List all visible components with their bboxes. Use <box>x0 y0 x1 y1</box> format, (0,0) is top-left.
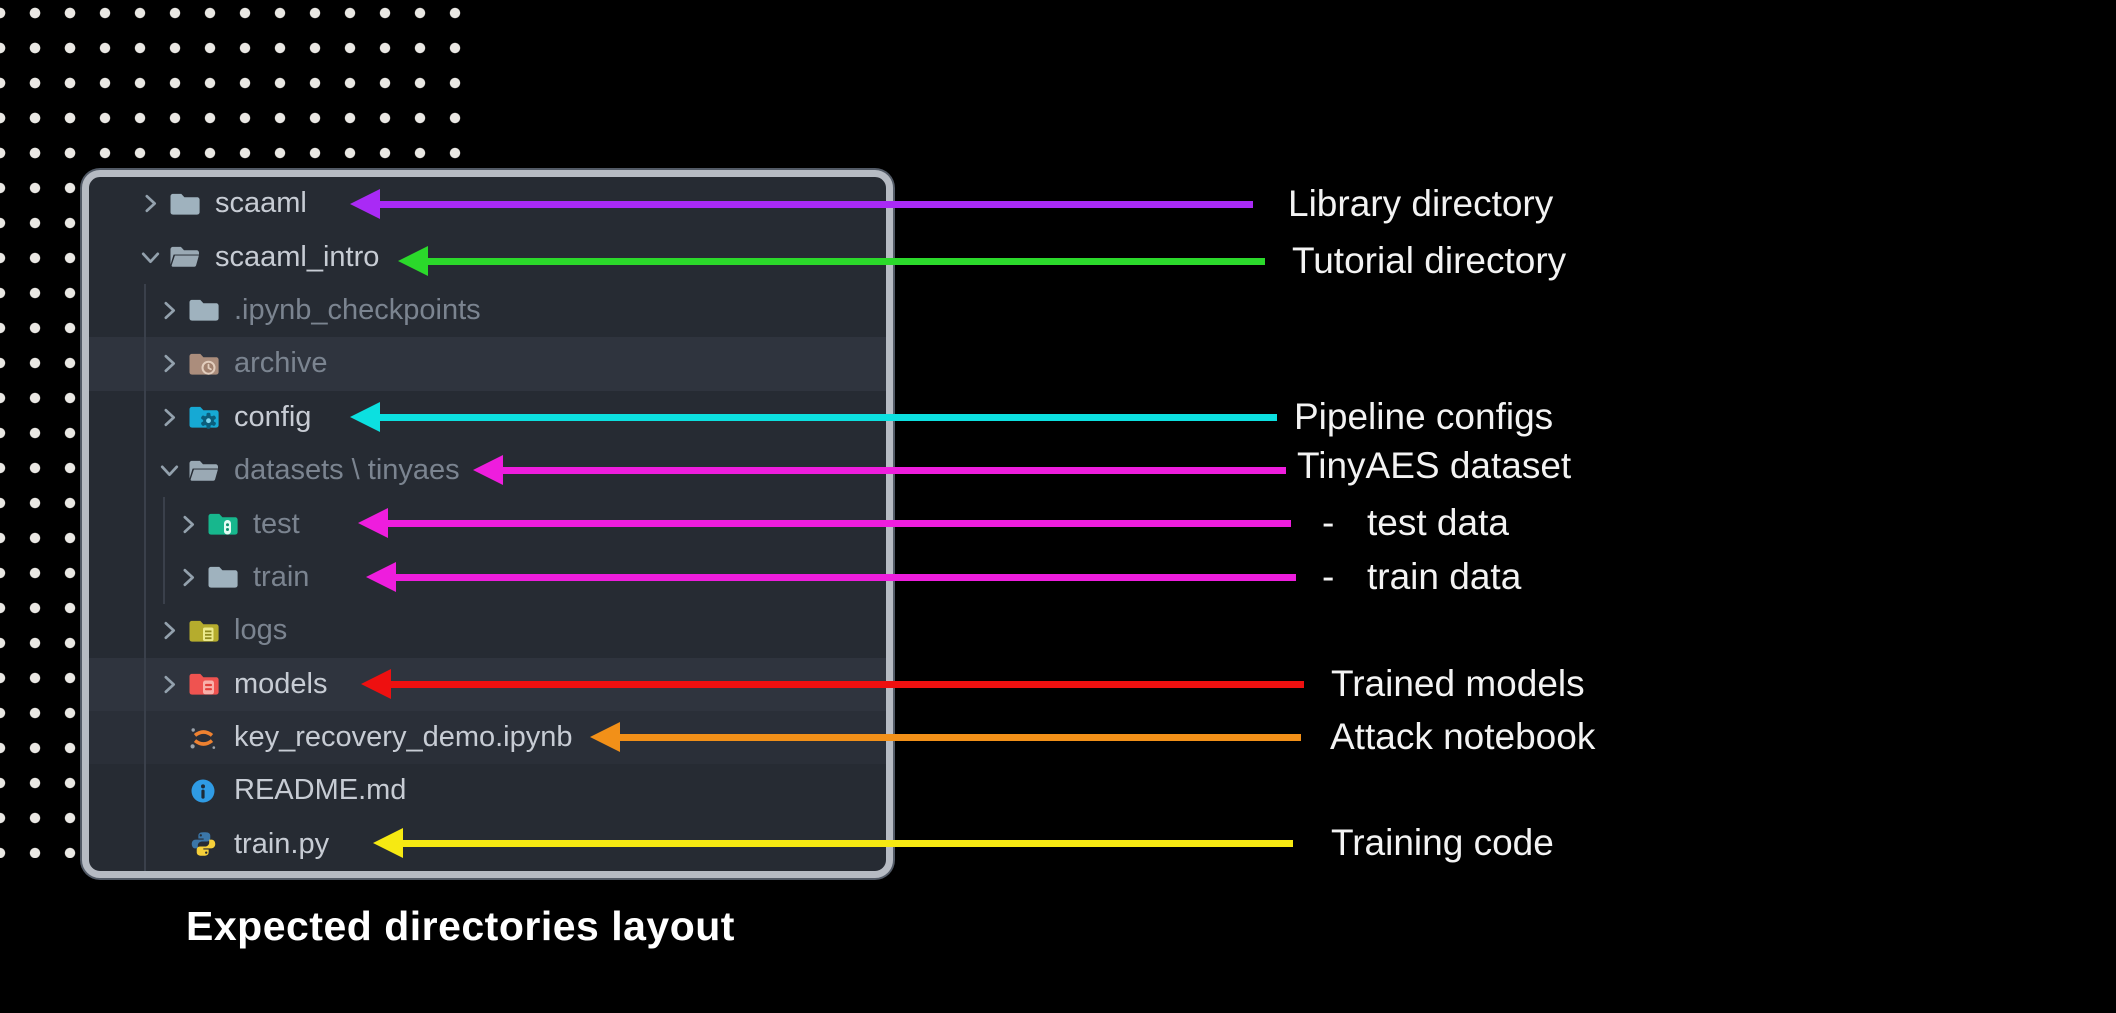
folder-test-icon <box>207 510 238 538</box>
trained-models-label: Trained models <box>1331 663 1585 704</box>
chevron-right-icon[interactable] <box>156 671 183 698</box>
folder-icon <box>207 563 238 591</box>
tree-item-test[interactable]: test <box>89 497 886 550</box>
chevron-right-icon[interactable] <box>156 617 183 644</box>
chevron-spacer <box>156 724 183 751</box>
training-code-label: Training code <box>1331 822 1554 863</box>
folder-config-icon <box>188 403 219 431</box>
indent-guide <box>163 497 165 604</box>
tree-item-label: config <box>234 400 312 433</box>
pipeline-configs-label: Pipeline configs <box>1294 396 1554 437</box>
tree-item-label: logs <box>234 614 288 647</box>
tree-item-ipynb-checkpoints[interactable]: .ipynb_checkpoints <box>89 284 886 337</box>
tree-item-logs[interactable]: logs <box>89 604 886 657</box>
tree-item-label: key_recovery_demo.ipynb <box>234 721 573 754</box>
test-data-dash: - <box>1322 502 1335 543</box>
readme-icon <box>188 777 219 805</box>
chevron-right-icon[interactable] <box>156 297 183 324</box>
tree-item-scaaml[interactable]: scaaml <box>89 177 886 230</box>
tree-item-models[interactable]: models <box>89 657 886 711</box>
tree-item-train[interactable]: train <box>89 551 886 604</box>
tree-item-label: test <box>253 507 300 540</box>
tree-item-label: models <box>234 667 328 700</box>
chevron-right-icon[interactable] <box>156 404 183 431</box>
tree-item-label: .ipynb_checkpoints <box>234 293 481 326</box>
tree-item-label: archive <box>234 347 328 380</box>
train-data-dash: - <box>1322 556 1335 597</box>
tree-item-config[interactable]: config <box>89 391 886 444</box>
tree-item-datasets-tinyaes[interactable]: datasets \ tinyaes <box>89 444 886 497</box>
tree-item-label: scaaml_intro <box>215 240 380 273</box>
chevron-spacer <box>156 831 183 858</box>
chevron-down-icon[interactable] <box>156 457 183 484</box>
python-icon <box>188 830 219 858</box>
tree-item-archive[interactable]: archive <box>89 337 886 391</box>
chevron-down-icon[interactable] <box>137 244 164 271</box>
chevron-spacer <box>156 777 183 804</box>
folder-log-icon <box>188 617 219 645</box>
caption: Expected directories layout <box>186 903 735 949</box>
tree-item-label: datasets \ tinyaes <box>234 454 460 487</box>
folder-archive-icon <box>188 350 219 378</box>
tree-item-label: train.py <box>234 827 330 860</box>
test-data-label: test data <box>1367 502 1509 543</box>
chevron-right-icon[interactable] <box>137 190 164 217</box>
dot-pattern-top <box>0 0 462 160</box>
chevron-right-icon[interactable] <box>175 511 202 538</box>
tree-item-scaaml-intro[interactable]: scaaml_intro <box>89 230 886 283</box>
tree-item-label: scaaml <box>215 187 307 220</box>
tree-item-label: README.md <box>234 774 407 807</box>
tree-item-train-py[interactable]: train.py <box>89 818 886 871</box>
chevron-right-icon[interactable] <box>156 350 183 377</box>
tinyaes-dataset-label: TinyAES dataset <box>1297 445 1572 486</box>
train-data-label: train data <box>1367 556 1522 597</box>
tutorial-directory-label: Tutorial directory <box>1292 240 1567 281</box>
folder-icon <box>188 296 219 324</box>
indent-guide <box>144 284 146 871</box>
folder-models-icon <box>188 670 219 698</box>
attack-notebook-label: Attack notebook <box>1330 716 1596 757</box>
chevron-right-icon[interactable] <box>175 564 202 591</box>
tree-item-key-recovery-demo-ipynb[interactable]: key_recovery_demo.ipynb <box>89 710 886 765</box>
jupyter-icon <box>188 724 219 752</box>
library-directory-label: Library directory <box>1288 183 1554 224</box>
tree-item-readme-md[interactable]: README.md <box>89 764 886 817</box>
folder-icon <box>169 190 200 218</box>
dot-pattern-left <box>0 0 77 858</box>
folder-open-icon <box>169 243 200 271</box>
folder-open-icon <box>188 457 219 485</box>
tree-item-label: train <box>253 560 310 593</box>
